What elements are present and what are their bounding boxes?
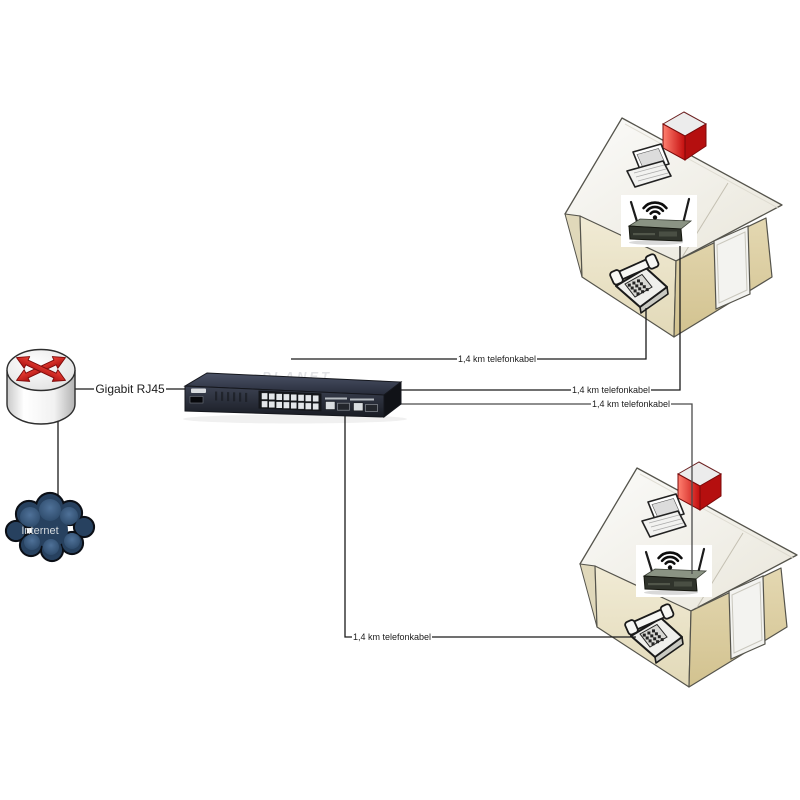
internet-cloud: Internet [4,491,96,563]
svg-text:1,4 km telefonkabel: 1,4 km telefonkabel [572,385,650,395]
label-cable-house2-router: 1,4 km telefonkabel [591,398,671,410]
cable-house1-router [399,246,681,391]
uplink-ports [325,401,378,412]
label-cable-house1-router: 1,4 km telefonkabel [571,384,651,396]
label-cable-house1-phone: 1,4 km telefonkabel [457,353,537,365]
cable-labels: Gigabit RJ45 1,4 km telefonkabel 1,4 km … [94,353,671,643]
router-arrows [16,356,66,382]
port-bank [258,390,322,412]
router-icon [6,348,76,425]
svg-text:Gigabit RJ45: Gigabit RJ45 [95,382,165,396]
label-gigabit-rj45: Gigabit RJ45 [94,380,166,396]
svg-text:1,4 km telefonkabel: 1,4 km telefonkabel [458,354,536,364]
svg-text:1,4 km telefonkabel: 1,4 km telefonkabel [592,399,670,409]
cable-house2-router [399,403,693,574]
cable-house2-phone [344,416,636,638]
switch: PLANET [183,369,407,424]
svg-text:1,4 km telefonkabel: 1,4 km telefonkabel [353,632,431,642]
cable-house1-phone [291,308,647,360]
label-cable-house2-phone: 1,4 km telefonkabel [352,631,432,643]
internet-label: Internet [21,525,58,537]
rj45-ports [261,392,319,411]
